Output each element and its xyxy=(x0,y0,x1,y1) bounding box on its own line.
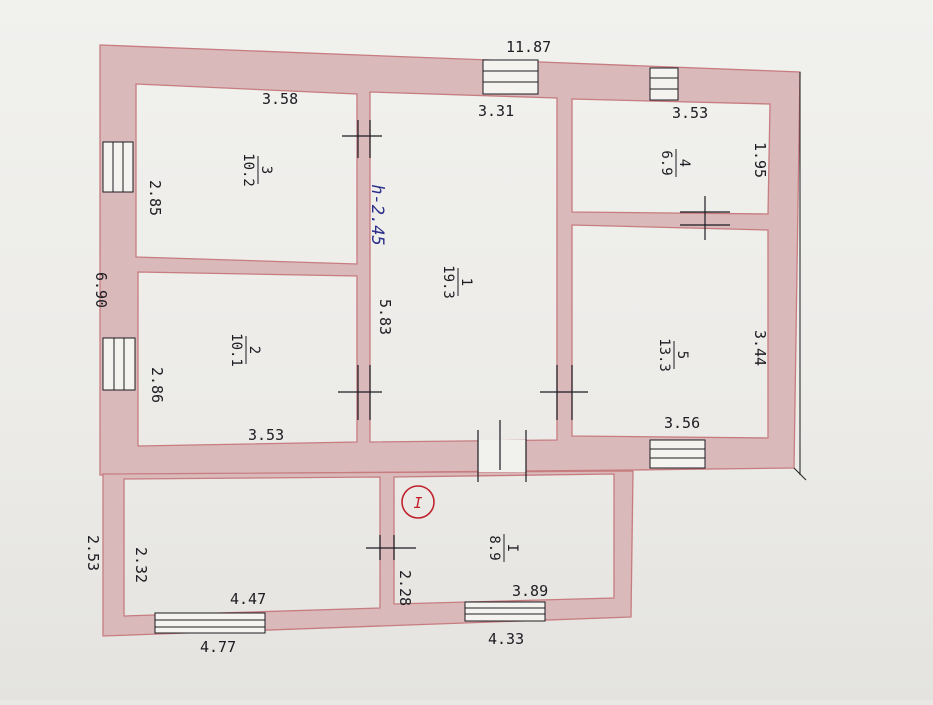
dim-annex-right-outer: 4.33 xyxy=(488,630,524,648)
main-house-walls xyxy=(99,44,801,476)
room-annex-label: I 8.9 xyxy=(486,534,520,562)
room-5-label: 5 13.3 xyxy=(656,338,690,372)
window-top-center xyxy=(482,59,539,95)
window-bottom-right xyxy=(649,439,706,469)
dim-room1-length: 3.31 xyxy=(478,102,514,120)
window-top-right xyxy=(649,67,679,101)
svg-text:10.1: 10.1 xyxy=(228,333,244,367)
svg-text:13.3: 13.3 xyxy=(656,338,672,372)
doorway-room2-room1 xyxy=(338,365,382,420)
annex-walls xyxy=(102,470,634,637)
svg-text:6.9: 6.9 xyxy=(658,150,674,175)
svg-text:I: I xyxy=(413,494,422,512)
room-1-label: 1 19.3 xyxy=(440,265,474,299)
doorway-main-entrance xyxy=(477,420,527,482)
dim-room5-width: 3.44 xyxy=(751,330,769,366)
room-3-label: 3 10.2 xyxy=(240,153,274,187)
svg-text:4: 4 xyxy=(676,159,692,167)
svg-text:8.9: 8.9 xyxy=(486,535,502,560)
annex-letter-mark: I xyxy=(401,485,435,519)
doorway-room3-room1 xyxy=(342,120,382,158)
dim-annex-depth: 2.53 xyxy=(84,535,102,571)
window-left-upper xyxy=(102,141,134,193)
doorway-room4-room5 xyxy=(680,196,730,240)
dim-overall-depth: 6.90 xyxy=(92,272,110,308)
svg-text:I: I xyxy=(504,544,520,552)
dim-room2-length: 3.53 xyxy=(248,426,284,444)
ceiling-height-note: h-2.45 xyxy=(367,184,387,245)
dim-room3-width: 2.85 xyxy=(146,180,164,216)
dim-annex-right-width: 2.28 xyxy=(396,570,414,606)
svg-text:1: 1 xyxy=(458,278,474,286)
dim-annex-right-inner: 3.89 xyxy=(512,582,548,600)
svg-text:3: 3 xyxy=(258,166,274,174)
window-annex-right xyxy=(464,601,546,622)
dim-annex-left-width: 2.32 xyxy=(132,547,150,583)
dim-room1-width: 5.83 xyxy=(376,299,394,335)
doorway-annex-partition xyxy=(366,535,416,560)
dim-room5-length: 3.56 xyxy=(664,414,700,432)
dimension-line-right-tick xyxy=(793,467,807,481)
dim-overall-width: 11.87 xyxy=(506,38,551,56)
room-4-label: 4 6.9 xyxy=(658,149,692,177)
dim-room4-width: 1.95 xyxy=(751,142,769,178)
svg-text:2: 2 xyxy=(246,346,262,354)
svg-text:19.3: 19.3 xyxy=(440,265,456,299)
dim-room3-length: 3.58 xyxy=(262,90,298,108)
dim-room2-width: 2.86 xyxy=(148,367,166,403)
svg-text:5: 5 xyxy=(674,351,690,359)
svg-text:10.2: 10.2 xyxy=(240,153,256,187)
doorway-room1-room5 xyxy=(540,365,588,420)
window-left-lower xyxy=(102,337,136,391)
window-annex-left xyxy=(154,612,266,634)
dim-annex-left-outer: 4.77 xyxy=(200,638,236,656)
dim-room4-length: 3.53 xyxy=(672,104,708,122)
room-2-label: 2 10.1 xyxy=(228,333,262,367)
dim-annex-left-inner: 4.47 xyxy=(230,590,266,608)
